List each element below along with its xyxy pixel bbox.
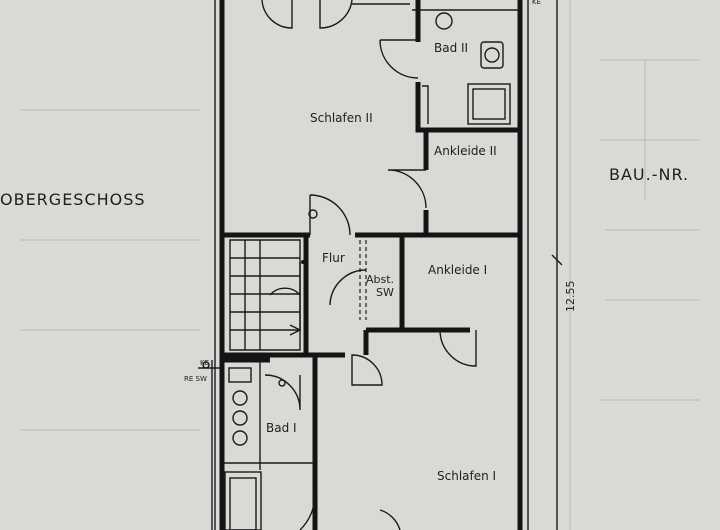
re-sw-marker: RE SW xyxy=(184,375,207,383)
room-label-abst-sw: SW xyxy=(376,286,394,299)
bad-i-room: KE RE SW xyxy=(184,357,315,530)
outer-walls xyxy=(211,0,529,530)
background-faint-lines xyxy=(20,0,700,530)
door-top-schlafen-ii: KE xyxy=(261,0,541,29)
room-label-ankleide-ii: Ankleide II xyxy=(434,144,497,158)
flur-walls xyxy=(299,327,402,530)
ke-marker-top: KE xyxy=(532,0,541,6)
room-label-schlafen-i: Schlafen I xyxy=(437,469,496,483)
ke-marker-left: KE xyxy=(200,359,209,367)
door-flur-schlafen-ii xyxy=(308,194,351,236)
dimension-line xyxy=(551,0,563,530)
room-label-abst: Abst. xyxy=(366,273,394,286)
room-label-schlafen-ii: Schlafen II xyxy=(310,111,373,125)
room-label-bad-ii: Bad II xyxy=(434,41,468,55)
ankleide-i-room xyxy=(402,232,520,367)
bad-ii-room xyxy=(412,0,520,133)
dimension-value: 12.55 xyxy=(564,281,577,313)
bau-label: BAU.-NR. xyxy=(609,165,689,184)
staircase xyxy=(222,232,310,358)
door-bad-ii xyxy=(379,39,419,79)
floor-label: OBERGESCHOSS xyxy=(0,190,146,209)
room-label-ankleide-i: Ankleide I xyxy=(428,263,487,277)
abst-sw-room xyxy=(329,232,470,333)
room-label-bad-i: Bad I xyxy=(266,421,297,435)
room-label-flur: Flur xyxy=(322,251,345,265)
